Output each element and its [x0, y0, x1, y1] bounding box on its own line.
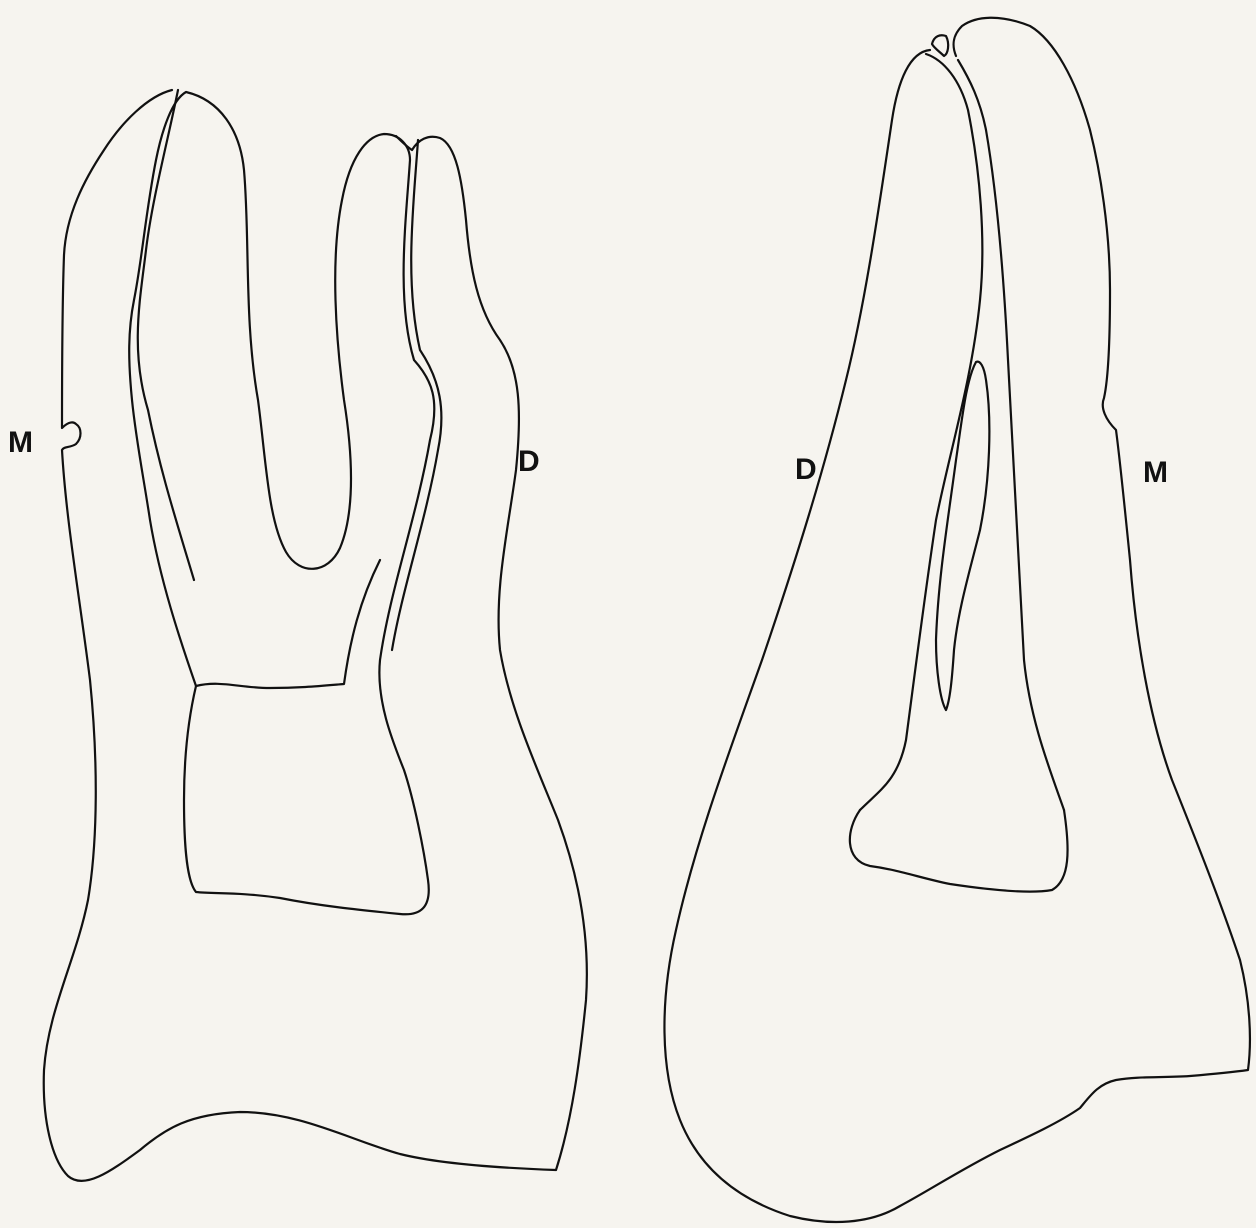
left-tooth-outer-outline — [44, 90, 587, 1181]
left-tooth-mesial-root-canal-line — [138, 90, 194, 580]
left-tooth-pulp-chamber-roof — [196, 560, 380, 688]
right-tooth-canal-left-wall — [860, 54, 982, 810]
right-tooth — [664, 18, 1249, 1222]
right-tooth-outer-outline — [664, 18, 1249, 1222]
right-tooth-pulp-chamber — [850, 810, 1068, 892]
right-tooth-secondary-canal — [936, 362, 989, 710]
right-tooth-canal-right-wall — [958, 60, 1064, 810]
left-tooth-distal-label: D — [518, 447, 540, 477]
left-tooth — [44, 90, 587, 1181]
right-tooth-distal-label: D — [795, 455, 817, 485]
left-tooth-mesial-label: M — [8, 428, 33, 458]
right-tooth-mesial-label: M — [1143, 458, 1168, 488]
right-tooth-apex-fragment — [932, 35, 948, 56]
left-tooth-pulp-outline — [129, 92, 434, 914]
